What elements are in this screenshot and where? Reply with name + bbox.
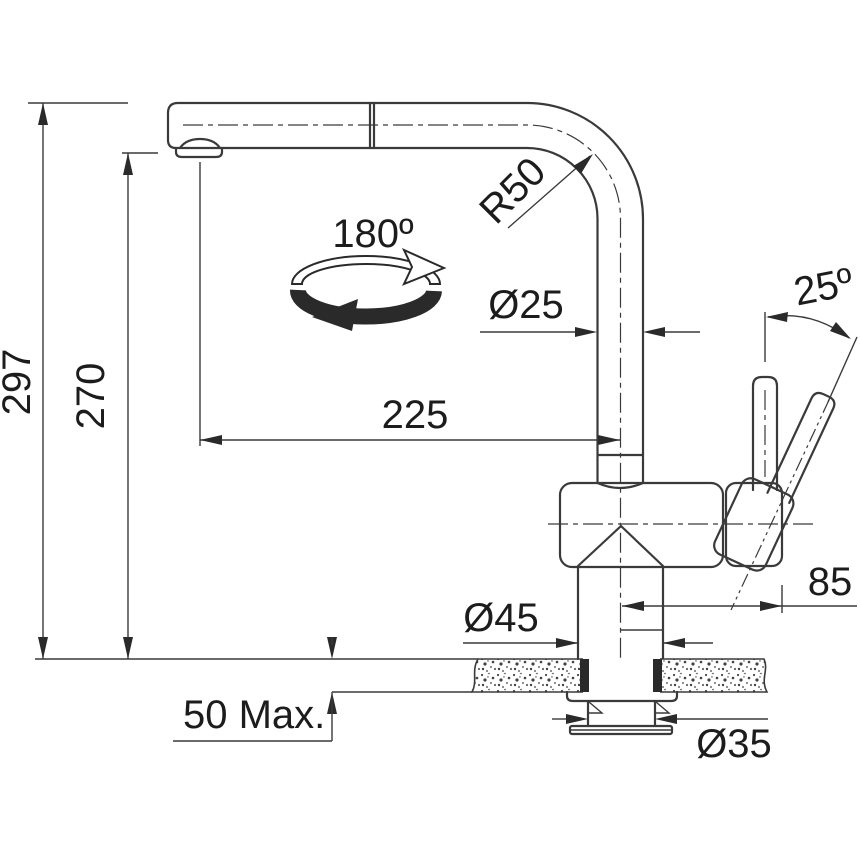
dimension-297: 297 [0, 102, 128, 659]
label-lever-offset: 85 [808, 560, 853, 604]
clamp-hook-left [588, 701, 604, 714]
handle-lever-tilted [766, 391, 836, 505]
label-lever-angle: 25º [790, 260, 857, 315]
label-bend-radius: R50 [471, 149, 554, 232]
cone-detail [576, 524, 665, 568]
label-counter-thickness: 50 Max. [183, 693, 325, 737]
dimension-spout-diameter: Ø25 [480, 283, 700, 337]
handle-lever [751, 375, 779, 492]
aerator-ring [174, 146, 224, 159]
label-base-diameter: Ø45 [463, 596, 539, 640]
dimension-225: 225 [199, 162, 620, 446]
spout-outer-edge [166, 101, 645, 485]
countertop [470, 658, 769, 693]
shank-wall-cut-right [653, 659, 662, 692]
dimension-hole-diameter: Ø35 [552, 714, 772, 766]
counter-reference-lines [35, 658, 478, 693]
spout-inner-edge [166, 111, 599, 485]
label-hole-diameter: Ø35 [696, 722, 772, 766]
swivel-180-icon [290, 247, 447, 331]
clamp-hook-right [655, 701, 671, 714]
pipe-centerline [183, 124, 622, 676]
aerator-dome [178, 137, 222, 150]
label-swivel-angle: 180º [332, 212, 414, 256]
swivel-arrow-left [312, 299, 358, 331]
dimension-base-diameter: Ø45 [463, 596, 713, 648]
swivel-arrow-right [401, 247, 447, 286]
riser-seat-arc [596, 481, 645, 490]
swivel-ribbon-bottom [290, 289, 442, 325]
label-total-height: 297 [0, 349, 39, 416]
label-swivel: 180º [332, 212, 414, 256]
mounting-plate [565, 690, 679, 703]
label-spout-diameter: Ø25 [488, 283, 564, 327]
handle [713, 375, 836, 572]
swivel-ribbon-top [290, 255, 442, 285]
dimension-bend-radius: R50 [471, 149, 593, 232]
body-outline [558, 481, 725, 569]
dimension-lever-angle: 25º [764, 260, 858, 403]
tilted-lever-centerline [730, 399, 830, 611]
label-reach: 225 [382, 393, 449, 437]
label-outlet-height: 270 [69, 363, 113, 430]
spout [166, 101, 645, 485]
mixer-body [558, 481, 725, 661]
countertop-hole [583, 658, 660, 693]
mounting-hardware [565, 690, 679, 736]
shank-wall-cut-left [580, 659, 589, 692]
centerlines [183, 124, 830, 676]
dimension-85: 85 [622, 560, 857, 613]
dimension-270: 270 [69, 152, 158, 659]
dimension-counter-thickness: 50 Max. [173, 637, 337, 742]
